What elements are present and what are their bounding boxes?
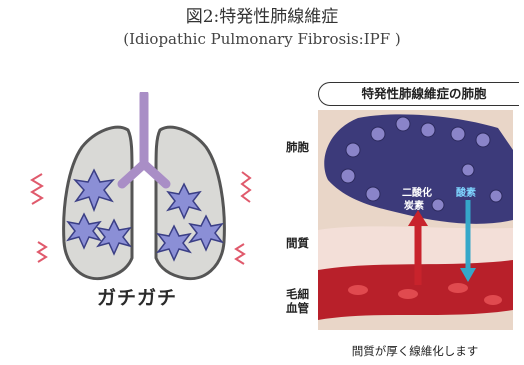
o2-label: 酸素	[456, 186, 476, 199]
figure-title: 図2:特発性肺線維症 (Idiopathic Pulmonary Fibrosi…	[0, 6, 524, 50]
left-lung	[64, 127, 132, 278]
fibrosis-caption: 間質が厚く線維化します	[320, 343, 510, 359]
vibration-lines-right	[236, 172, 250, 264]
co2-label-line1: 二酸化	[402, 186, 432, 199]
alveolus-cross-section-image: 二酸化 炭素 酸素	[318, 110, 513, 330]
fibrotic-lungs-illustration	[24, 92, 264, 292]
co2-label-line2: 炭素	[404, 199, 424, 212]
label-alveolus: 肺胞	[286, 140, 309, 154]
title-japanese: 図2:特発性肺線維症	[0, 6, 524, 28]
stiff-lung-caption: ガチガチ	[97, 283, 177, 310]
vibration-lines-left	[32, 174, 46, 262]
label-interstitium: 間質	[286, 236, 309, 250]
title-english: (Idiopathic Pulmonary Fibrosis:IPF )	[0, 28, 524, 50]
label-capillary-line2: 血管	[286, 301, 309, 315]
label-capillary: 毛細 血管	[286, 287, 309, 315]
alveolus-header: 特発性肺線維症の肺胞	[318, 82, 519, 106]
label-capillary-line1: 毛細	[286, 287, 309, 301]
